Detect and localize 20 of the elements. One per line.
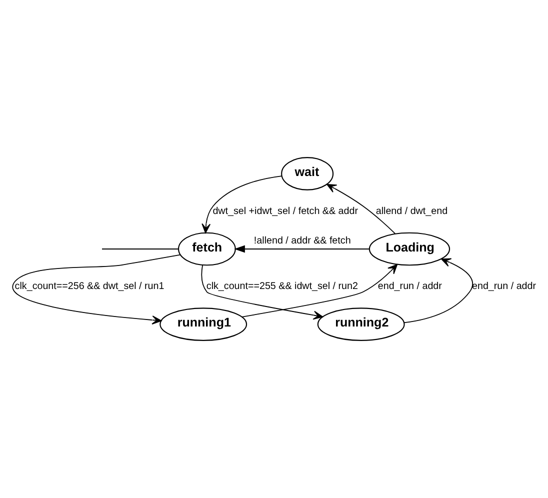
node-ellipse: Loading — [368, 232, 450, 266]
arrow — [12, 254, 181, 324]
arrow — [202, 176, 282, 234]
arrow — [234, 245, 370, 253]
connector — [102, 248, 179, 250]
edge-label: end_run / addr — [472, 281, 536, 292]
edge-label: dwt_sel +idwt_sel / fetch && addr — [212, 206, 358, 217]
node-ellipse: running2 — [317, 308, 405, 341]
arrow — [326, 184, 396, 234]
node-ellipse: wait — [281, 157, 334, 190]
node-ellipse: fetch — [178, 232, 236, 266]
edge-label: !allend / addr && fetch — [254, 235, 351, 246]
edge-label: clk_count==255 && idwt_sel / run2 — [206, 281, 358, 292]
arrow — [242, 264, 398, 318]
node-ellipse: running1 — [160, 308, 248, 341]
edge-label: end_run / addr — [378, 281, 442, 292]
edge-label: allend / dwt_end — [376, 206, 448, 217]
edge-label: clk_count==256 && dwt_sel / run1 — [14, 281, 164, 292]
arrow — [201, 264, 324, 320]
arrow — [404, 258, 474, 324]
